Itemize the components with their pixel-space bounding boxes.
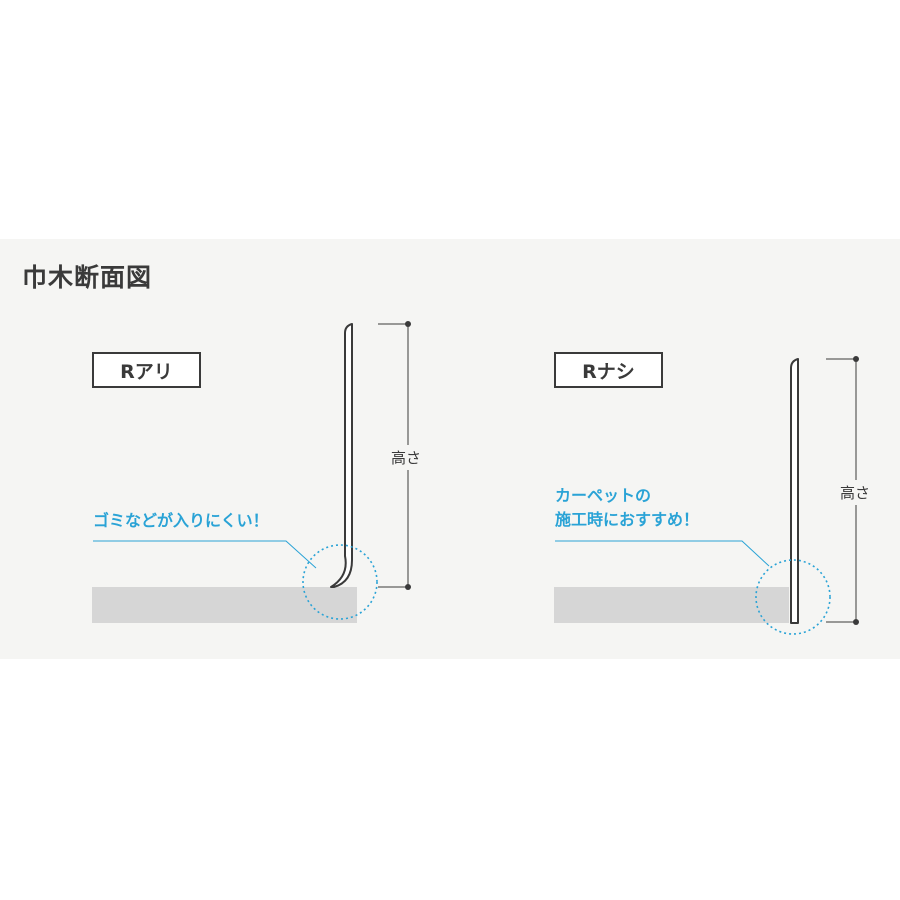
label-r-nashi: Rナシ <box>554 352 663 388</box>
callout-text-right: カーペットの 施工時におすすめ！ <box>555 484 699 532</box>
height-label-right: 高さ <box>840 480 871 505</box>
floor-right <box>554 587 789 623</box>
callout-line-1: カーペットの <box>555 486 652 505</box>
baseboard-straight <box>790 358 799 624</box>
label-r-ari: Rアリ <box>92 352 201 388</box>
callout-leader-left <box>93 540 378 620</box>
page-title: 巾木断面図 <box>22 263 153 292</box>
height-label-left: 高さ <box>391 445 422 470</box>
callout-leader-right <box>555 540 831 635</box>
callout-text-left: ゴミなどが入りにくい！ <box>93 511 269 530</box>
callout-line-2: 施工時におすすめ！ <box>555 510 700 529</box>
floor-left <box>92 587 357 623</box>
baseboard-with-radius <box>330 323 353 588</box>
